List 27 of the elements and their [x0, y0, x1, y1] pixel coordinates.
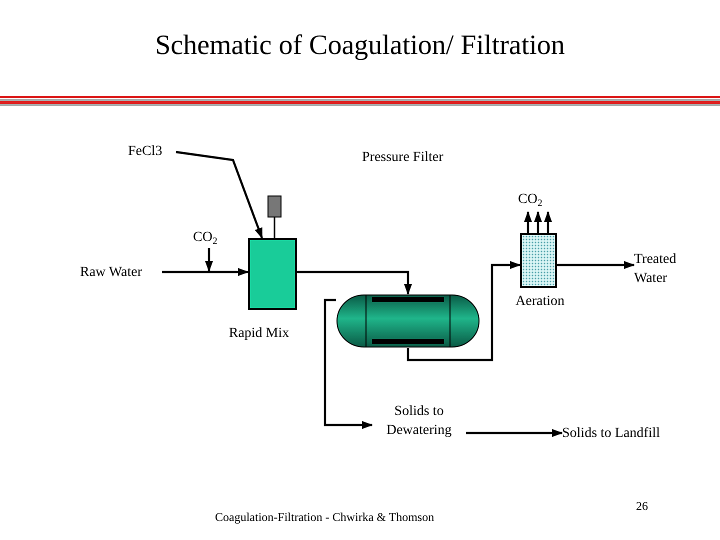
aeration-tank	[520, 233, 557, 288]
flow-arrow	[324, 298, 373, 429]
flow-arrow	[406, 261, 521, 362]
mixing-tank	[248, 238, 297, 310]
page-number: 26	[636, 498, 648, 515]
flow-arrow	[466, 429, 563, 437]
title: Schematic of Coagulation/ Filtration	[154, 29, 566, 63]
flow-arrow	[162, 268, 249, 276]
outlet-label: Treated Water	[634, 251, 678, 288]
gas-label: CO$_{2}$	[518, 191, 544, 211]
footer-credit: Coagulation-Filtration - Chwirka & Thomson	[215, 509, 434, 526]
stream-label: Solids to Landfill	[562, 425, 661, 443]
flow-arrow	[297, 270, 412, 295]
flow-arrow	[205, 248, 213, 272]
flow-arrow	[557, 261, 635, 269]
flow-arrow	[544, 211, 552, 233]
equipment-label: Aeration	[514, 293, 566, 311]
gas-label: CO$_{2}$	[193, 229, 218, 249]
flow-arrow	[534, 211, 542, 233]
equipment-label: Rapid Mix	[228, 325, 290, 343]
inlet-label: Raw Water	[80, 264, 143, 282]
equipment-label: Pressure Filter	[362, 149, 444, 167]
stream-label: Solids to Dewatering	[385, 403, 453, 440]
flow-arrow	[524, 211, 532, 233]
flow-arrow	[176, 150, 264, 239]
pressure-filter-vessel	[336, 294, 480, 348]
chemical-label: FeCl3	[128, 143, 164, 161]
